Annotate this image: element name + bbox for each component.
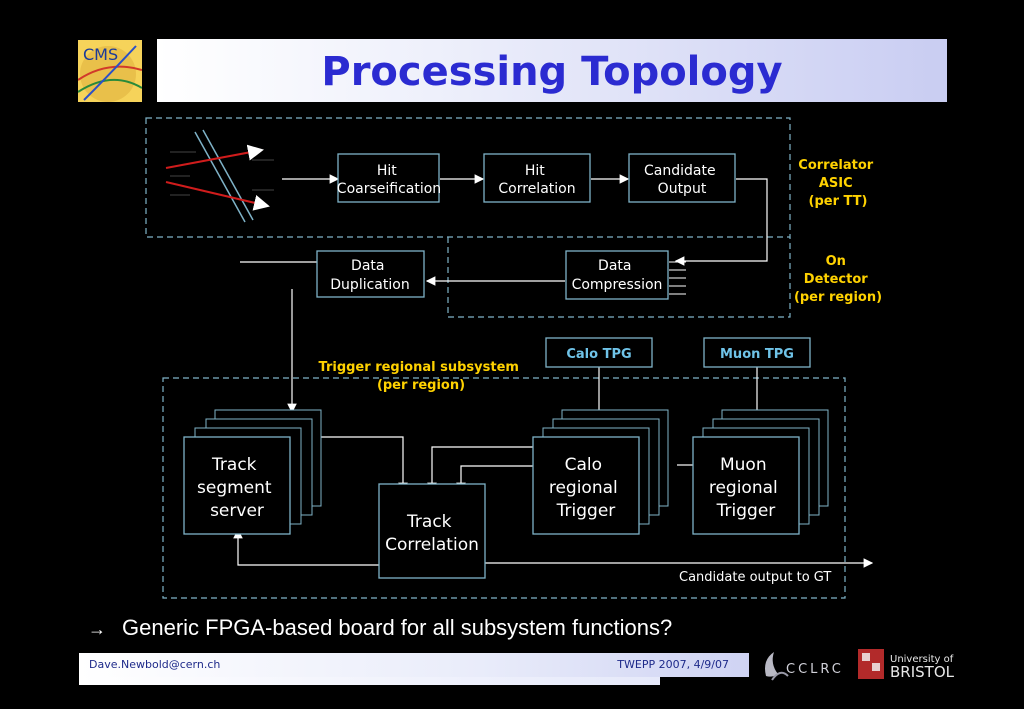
- track-correlation-label: Track Correlation: [385, 512, 479, 555]
- candidate-output-gt-label: Candidate output to GT: [679, 570, 831, 585]
- bristol-logo-line1: University of: [890, 654, 954, 665]
- footer-bar-extension: [79, 677, 660, 685]
- trigger-region: [162, 377, 846, 599]
- footer-conference: TWEPP 2007, 4/9/07: [617, 658, 729, 671]
- detector-region: [447, 237, 791, 318]
- slide-title: Processing Topology: [321, 49, 783, 95]
- calo-trigger-label: Calo regional Trigger: [549, 455, 623, 521]
- title-bar: Processing Topology: [157, 39, 947, 102]
- calo-tpg-box: [545, 337, 653, 368]
- muon-tpg-box: [703, 337, 811, 368]
- hit-coarseification-box: [337, 153, 440, 203]
- trigger-region-label: Trigger regional subsystem (per region): [319, 360, 524, 393]
- muon-trigger-box: [692, 436, 800, 535]
- candidate-output-label: Candidate Output: [644, 163, 720, 197]
- hit-coarseification-label: Hit Coarseification: [337, 163, 441, 197]
- candidate-output-box: [628, 153, 736, 203]
- detector-region-label: On Detector (per region): [794, 254, 882, 305]
- bullet-text: Generic FPGA-based board for all subsyst…: [122, 615, 673, 640]
- data-compression-box: [565, 250, 669, 300]
- hit-correlation-label: Hit Correlation: [498, 163, 575, 197]
- calo-trigger-box: [532, 436, 640, 535]
- data-compression-label: Data Compression: [572, 258, 663, 293]
- bristol-logo: University of BRISTOL: [856, 645, 960, 685]
- cms-logo: CMS: [77, 40, 143, 102]
- muon-trigger-label: Muon regional Trigger: [709, 455, 783, 521]
- track-segment-server-box: [183, 436, 291, 535]
- calo-tpg-label: Calo TPG: [566, 347, 631, 362]
- footer-email: Dave.Newbold@cern.ch: [89, 658, 221, 671]
- track-correlation-box: [378, 483, 486, 579]
- data-duplication-box: [316, 250, 425, 298]
- cclrc-logo-text: CCLRC: [786, 662, 844, 677]
- data-duplication-label: Data Duplication: [330, 258, 409, 293]
- detector-sketch-icon: [165, 129, 274, 223]
- hit-correlation-box: [483, 153, 591, 203]
- bristol-logo-line2: BRISTOL: [890, 663, 955, 681]
- track-segment-server-label: Track segment server: [197, 455, 277, 521]
- asic-region-label: Correlator ASIC (per TT): [798, 158, 877, 209]
- muon-tpg-label: Muon TPG: [720, 347, 794, 362]
- bullet-arrow-icon: →: [88, 619, 106, 639]
- bullet-point: → Generic FPGA-based board for all subsys…: [88, 615, 672, 641]
- footer-bar: Dave.Newbold@cern.ch TWEPP 2007, 4/9/07: [79, 653, 749, 677]
- cms-logo-text: CMS: [83, 45, 118, 64]
- cclrc-logo: CCLRC: [760, 646, 850, 686]
- asic-region: [145, 117, 791, 238]
